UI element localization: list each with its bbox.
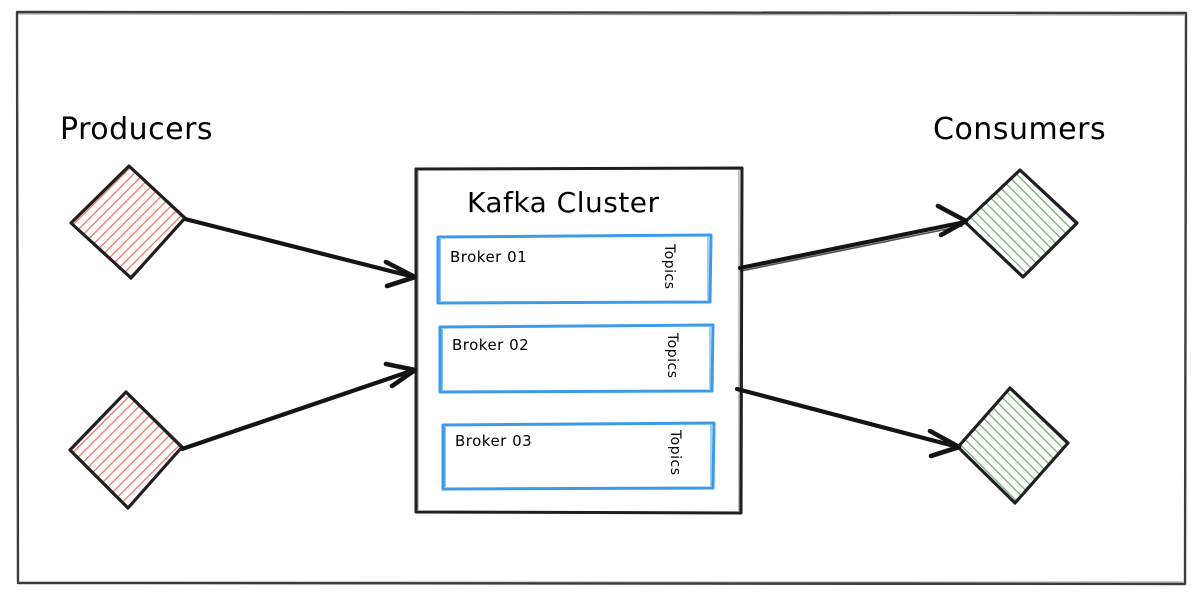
broker-02-topics-label: Topics — [664, 332, 680, 379]
arrow-producer1-to-cluster — [182, 216, 418, 289]
broker-box-01[interactable]: Broker 01 Topics — [436, 233, 713, 305]
broker-03-topics-label: Topics — [667, 429, 683, 476]
broker-03-label: Broker 03 — [455, 432, 532, 450]
arrow-cluster-to-consumer1 — [737, 203, 969, 272]
broker-01-label: Broker 01 — [450, 248, 527, 266]
producer-node-2[interactable] — [68, 390, 184, 510]
consumers-heading: Consumers — [933, 112, 1106, 147]
broker-box-02[interactable]: Broker 02 Topics — [438, 323, 715, 394]
broker-02-label: Broker 02 — [452, 336, 529, 354]
outer-frame — [15, 10, 1188, 586]
consumer-node-1[interactable] — [963, 168, 1079, 279]
producer-node-1[interactable] — [69, 164, 187, 280]
consumer-node-2[interactable] — [956, 386, 1070, 505]
arrow-producer2-to-cluster — [179, 361, 418, 452]
arrow-cluster-to-consumer2 — [734, 386, 962, 459]
producers-heading: Producers — [60, 112, 213, 147]
broker-01-topics-label: Topics — [661, 243, 677, 290]
broker-box-03[interactable]: Broker 03 Topics — [441, 421, 716, 491]
cluster-title: Kafka Cluster — [467, 186, 660, 219]
